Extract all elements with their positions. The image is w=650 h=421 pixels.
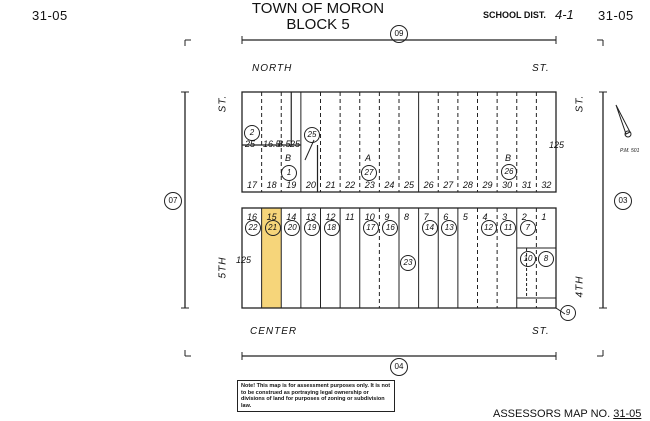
lot-number: 9	[384, 212, 390, 222]
fourth-street-suffix: ST.	[574, 94, 586, 113]
disclaimer-note: Note! This map is for assessment purpose…	[237, 380, 395, 412]
lot-number: 12	[325, 212, 336, 222]
lot-number: 15	[266, 212, 277, 222]
lot-number: 4	[482, 212, 488, 222]
map-code-right: 31-05	[598, 8, 634, 23]
lot-number: 21	[325, 180, 336, 190]
lot-number: 3	[502, 212, 508, 222]
leader-line	[304, 139, 315, 161]
lot-number: 11	[345, 212, 355, 222]
lot-number: 7	[423, 212, 429, 222]
parcel-number[interactable]: 2	[244, 125, 260, 141]
parcel-number[interactable]: 9	[560, 305, 576, 321]
lot-number: 13	[305, 212, 316, 222]
dimension-label: 25	[290, 139, 301, 149]
school-district-value: 4-1	[555, 7, 574, 22]
lot-number: 23	[364, 180, 375, 190]
adjacent-block-left[interactable]: 07	[164, 192, 182, 210]
map-number-label: ASSESSORS MAP NO.	[493, 408, 611, 420]
center-street-suffix: ST.	[532, 326, 550, 337]
parcel-number[interactable]: 27	[361, 165, 377, 181]
parcel-number[interactable]: 7	[519, 220, 536, 236]
parcel-letter: B	[285, 153, 292, 163]
north-arrow-icon	[624, 130, 632, 138]
adjacent-block-bottom[interactable]: 04	[390, 358, 408, 376]
lot-number: 8	[404, 212, 410, 222]
north-street-suffix: ST.	[532, 63, 550, 74]
lot-number: 14	[286, 212, 297, 222]
lot-number: 10	[364, 212, 375, 222]
school-district-label: SCHOOL DIST.	[483, 10, 546, 20]
assessors-map-number: ASSESSORS MAP NO. 31-05	[493, 408, 641, 420]
parcel-number[interactable]: 18	[323, 220, 340, 236]
lot-number: 16	[247, 212, 258, 222]
lot-number: 5	[462, 212, 468, 222]
fourth-street-label: 4TH	[574, 275, 586, 298]
parcel-number[interactable]: 13	[441, 220, 458, 236]
parcel-letter: A	[365, 153, 372, 163]
lot-number: 6	[443, 212, 449, 222]
dimension-label: 8.5	[278, 139, 291, 149]
lot-number: 19	[286, 180, 297, 190]
map-number-value: 31-05	[613, 408, 642, 420]
fifth-street-suffix: ST.	[217, 94, 229, 113]
parcel-number[interactable]: 1	[281, 165, 297, 181]
parcel-number[interactable]: 21	[264, 220, 281, 236]
fifth-street-label: 5TH	[217, 256, 229, 279]
lot-number: 1	[541, 212, 547, 222]
map-title: TOWN OF MORON	[251, 0, 385, 17]
lot-number: 24	[384, 180, 395, 190]
depth-label: 125	[549, 140, 565, 150]
lot-number: 30	[502, 180, 513, 190]
map-code-left: 31-05	[32, 8, 68, 23]
north-street-label: NORTH	[252, 63, 293, 74]
lot-number: 18	[266, 180, 277, 190]
north-arrow-label: P.M. 501	[620, 148, 640, 154]
lot-number: 25	[404, 180, 415, 190]
depth-label: 125	[236, 255, 252, 265]
lot-number: 28	[462, 180, 473, 190]
lot-number: 27	[443, 180, 454, 190]
dimension-label: 25	[245, 139, 256, 149]
lot-number: 32	[541, 180, 552, 190]
parcel-number[interactable]: 23	[400, 255, 416, 271]
north-arrow-icon	[615, 104, 631, 135]
lot-number: 26	[423, 180, 434, 190]
parcel-letter: B	[505, 153, 512, 163]
parcel-number[interactable]: 8	[538, 251, 554, 267]
parcel-number[interactable]: 22	[245, 220, 261, 236]
lot-number: 31	[521, 180, 532, 190]
lot-number: 22	[345, 180, 356, 190]
dimension-label: 16.5	[263, 139, 281, 149]
adjacent-block-right[interactable]: 03	[614, 192, 632, 210]
lot-number: 2	[521, 212, 527, 222]
parcel-number[interactable]: 17	[362, 220, 379, 236]
lot-number: 29	[482, 180, 493, 190]
parcel-number[interactable]: 25	[304, 127, 320, 143]
parcel-number[interactable]: 19	[303, 220, 320, 236]
parcel-number[interactable]: 26	[501, 164, 517, 180]
parcel-number[interactable]: 10	[520, 251, 536, 267]
lot-number: 20	[305, 180, 316, 190]
parcel-number[interactable]: 12	[480, 220, 497, 236]
center-street-label: CENTER	[250, 326, 298, 337]
parcel-number[interactable]: 16	[382, 220, 399, 236]
block-title: BLOCK 5	[286, 16, 350, 33]
adjacent-block-top[interactable]: 09	[390, 25, 408, 43]
parcel-number[interactable]: 14	[421, 220, 438, 236]
parcel-number[interactable]: 20	[284, 220, 301, 236]
parcel-number[interactable]: 11	[500, 220, 517, 236]
lot-number: 17	[247, 180, 258, 190]
